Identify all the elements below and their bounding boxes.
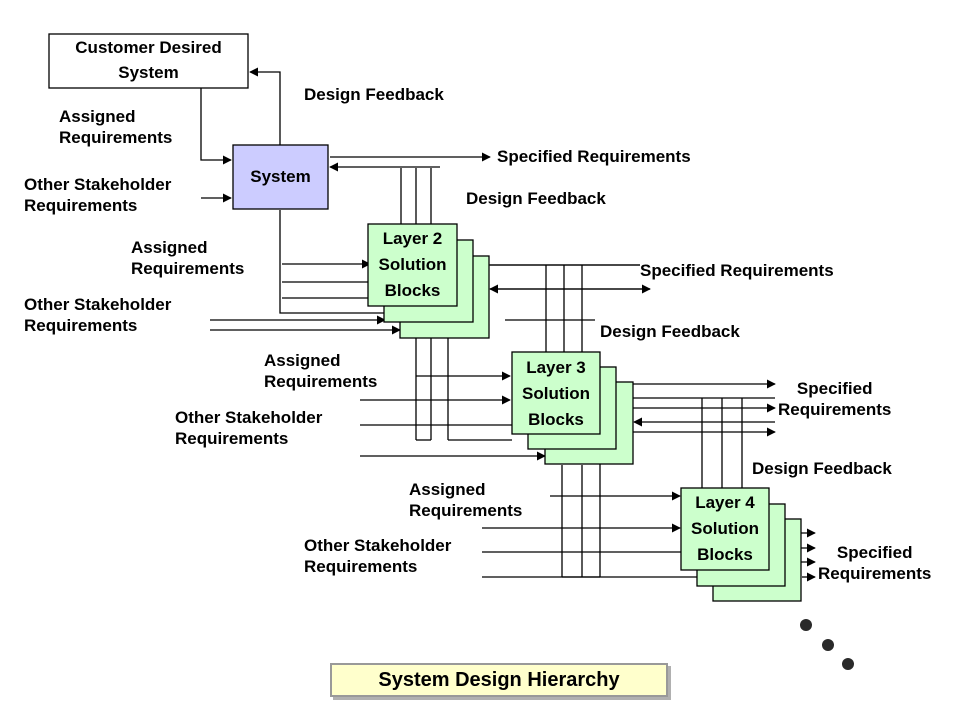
assigned-requirements-label-1: Assigned Requirements xyxy=(59,106,172,148)
layer3-line-1: Layer 3 xyxy=(526,358,586,377)
ellipsis-dots xyxy=(800,619,854,670)
system-box xyxy=(232,144,329,210)
specified-requirements-label-4: Specified Requirements xyxy=(818,542,931,584)
layer2-label: Layer 2 Solution Blocks xyxy=(368,226,457,304)
diagram-title: System Design Hierarchy xyxy=(330,663,668,697)
assigned-1-line-2: Requirements xyxy=(59,128,173,147)
other-stakeholder-label-3: Other Stakeholder Requirements xyxy=(175,407,322,449)
specified-3-line-1: Specified xyxy=(796,379,873,398)
specified-4-line-1: Specified xyxy=(836,543,913,562)
other-3-line-1: Other Stakeholder xyxy=(175,408,323,427)
specified-requirements-label-1: Specified Requirements xyxy=(497,147,691,166)
specified-3-line-2: Requirements xyxy=(778,400,892,419)
design-feedback-label-4: Design Feedback xyxy=(752,459,892,478)
layer4-line-1: Layer 4 xyxy=(695,493,755,512)
layer2-line-3: Blocks xyxy=(384,281,441,300)
other-4-line-1: Other Stakeholder xyxy=(304,536,452,555)
layer4-stack xyxy=(680,487,802,602)
other-stakeholder-label-2: Other Stakeholder Requirements xyxy=(24,294,171,336)
design-feedback-label-1: Design Feedback xyxy=(304,85,444,104)
system-box-label: System xyxy=(250,167,311,186)
specified-4-line-2: Requirements xyxy=(818,564,932,583)
layer3-label: Layer 3 Solution Blocks xyxy=(512,355,600,433)
design-feedback-label-2: Design Feedback xyxy=(466,189,606,208)
customer-line-1: Customer Desired xyxy=(75,38,222,57)
assigned-requirements-label-4: Assigned Requirements xyxy=(409,479,522,521)
specified-requirements-label-2: Specified Requirements xyxy=(640,261,834,280)
other-stakeholder-label-1: Other Stakeholder Requirements xyxy=(24,174,171,216)
layer2-stack xyxy=(367,223,490,339)
assigned-1-line-1: Assigned xyxy=(59,107,136,126)
assigned-requirements-label-3: Assigned Requirements xyxy=(264,350,377,392)
layer3-line-2: Solution xyxy=(522,384,590,403)
layer2-line-1: Layer 2 xyxy=(382,229,443,248)
other-stakeholder-label-4: Other Stakeholder Requirements xyxy=(304,535,451,577)
layer2-line-2: Solution xyxy=(378,255,447,274)
assigned-2-line-1: Assigned xyxy=(131,238,208,257)
assigned-3-line-1: Assigned xyxy=(264,351,341,370)
layer4-line-3: Blocks xyxy=(697,545,753,564)
other-1-line-2: Requirements xyxy=(24,196,138,215)
customer-box xyxy=(48,33,249,89)
customer-line-2: System xyxy=(118,63,179,82)
assigned-3-line-2: Requirements xyxy=(264,372,378,391)
layer4-label: Layer 4 Solution Blocks xyxy=(681,490,769,568)
design-feedback-label-3: Design Feedback xyxy=(600,322,740,341)
other-1-line-1: Other Stakeholder xyxy=(24,175,172,194)
specified-requirements-label-3: Specified Requirements xyxy=(778,378,891,420)
assigned-4-line-1: Assigned xyxy=(409,480,486,499)
other-3-line-2: Requirements xyxy=(175,429,289,448)
layer3-stack xyxy=(511,351,634,465)
customer-box-label: Customer Desired System xyxy=(49,35,248,85)
other-2-line-2: Requirements xyxy=(24,316,138,335)
assigned-2-line-2: Requirements xyxy=(131,259,245,278)
layer4-line-2: Solution xyxy=(691,519,759,538)
assigned-4-line-2: Requirements xyxy=(409,501,523,520)
other-4-line-2: Requirements xyxy=(304,557,418,576)
layer3-line-3: Blocks xyxy=(528,410,584,429)
other-2-line-1: Other Stakeholder xyxy=(24,295,172,314)
assigned-requirements-label-2: Assigned Requirements xyxy=(131,237,244,279)
